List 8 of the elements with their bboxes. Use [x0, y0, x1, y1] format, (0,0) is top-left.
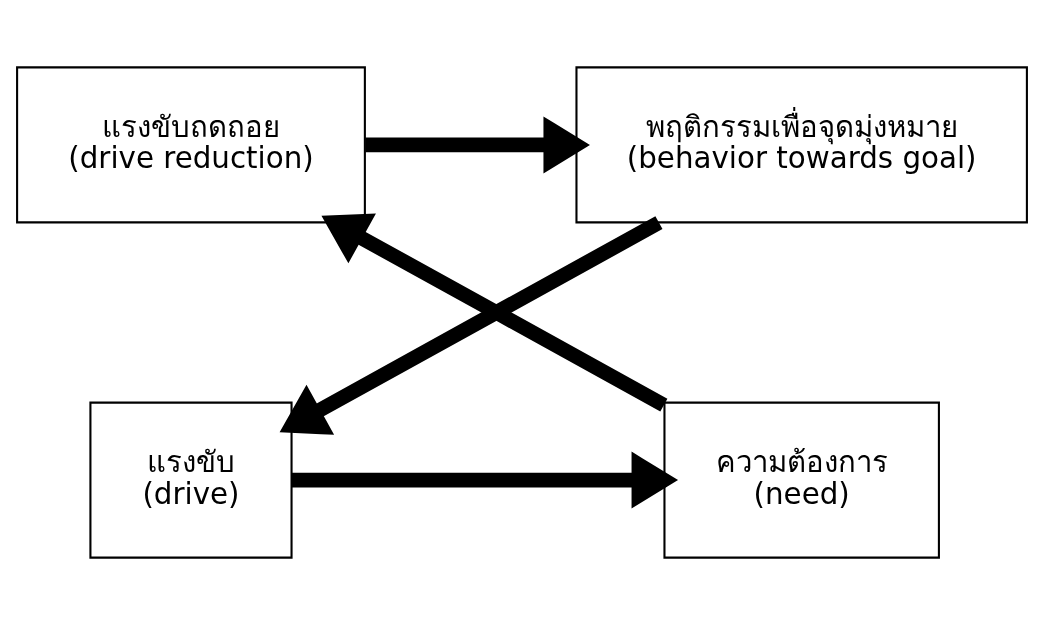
arrow	[365, 115, 590, 173]
node-box: แรงขับถดถอย (drive reduction)	[16, 65, 366, 223]
arrow	[321, 212, 668, 411]
node-box: พฤติกรรมเพื่อจุดมุ่งหมาย (behavior towards goal)	[575, 65, 1028, 223]
arrow	[291, 451, 679, 509]
arrow	[279, 215, 663, 435]
node-box: ความต้องการ (need)	[663, 401, 940, 559]
node-box: แรงขับ (drive)	[89, 401, 293, 559]
